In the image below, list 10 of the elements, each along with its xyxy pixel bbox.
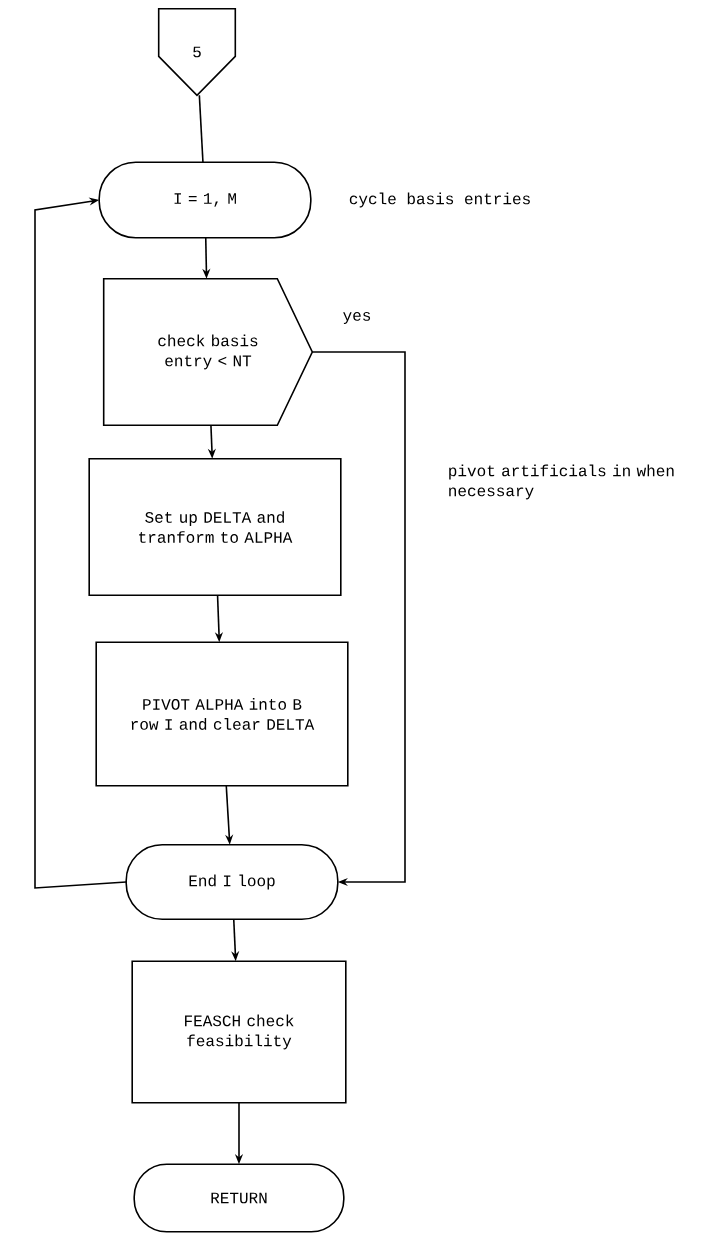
process-box: PIVOT ALPHA into B row I and clear DELTA	[95, 641, 349, 787]
off-page-connector: 5	[157, 7, 237, 97]
decision-box: check basis entry < NT	[102, 277, 314, 427]
edge-label: yes	[341, 311, 373, 325]
arrow	[311, 351, 406, 887]
process-box: FEASCH check feasibility	[131, 960, 347, 1104]
note: pivot artificials in when necessary	[449, 464, 674, 500]
process-box: Set up DELTA and tranform to ALPHA	[88, 457, 342, 597]
side-note: cycle basis entries	[349, 192, 530, 208]
arrow	[34, 197, 127, 889]
